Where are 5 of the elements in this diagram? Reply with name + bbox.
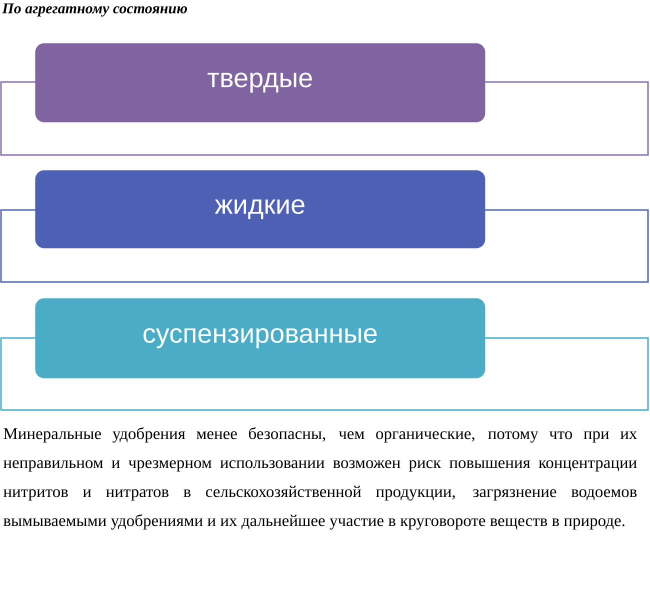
heading: По агрегатному состоянию <box>2 3 187 17</box>
category-box: твердые <box>35 43 486 122</box>
paragraph: Минеральные удобрения менее безопасны, чем органические, потому что при их неправильном и чрезмерном использовании возможен риск повышения концентрации нитритов и нитратов в сельскохозяйственной продукции, загрязнение водоемов вымываемыми удобрениями и их дальнейшее участие в круговороте веществ в природе. <box>4 427 637 530</box>
category-box: суспензированные <box>35 298 486 378</box>
category-box: жидкие <box>35 170 486 248</box>
